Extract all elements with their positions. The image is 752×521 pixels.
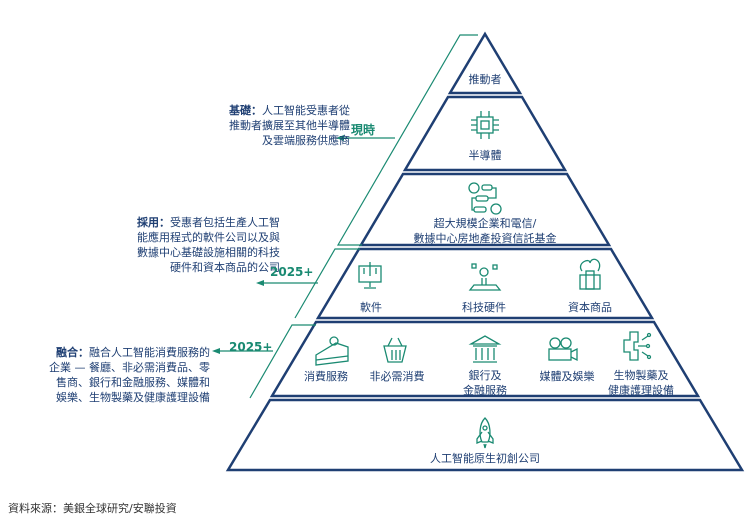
- layer-label-hyperscalers: 超大規模企業和電信/ 數據中心房地產投資信託基金: [413, 217, 557, 245]
- layer-label-enablers: 推動者: [468, 73, 502, 86]
- layer-hyperscalers: [358, 172, 612, 247]
- building-icon: [579, 258, 601, 290]
- annotation-title: 採用: [137, 216, 159, 229]
- timing-2025-integration: 2025+: [229, 340, 273, 354]
- layer-consumer: [269, 320, 701, 398]
- rocket-icon: [476, 417, 494, 449]
- layer-label-semiconductors: 半導體: [468, 149, 502, 162]
- layer-startups: [225, 398, 745, 472]
- annotation-adoption: 採用：受惠者包括生產人工智 能應用程式的軟件公司以及與 數據中心基礎設施相關的科…: [137, 216, 280, 274]
- camera-icon: [548, 337, 578, 362]
- hardware-icon: [468, 263, 502, 291]
- layer-software-hardware: [315, 247, 655, 320]
- medical-icon: [623, 331, 652, 361]
- annotation-title: 基礎: [229, 104, 251, 117]
- monitor-icon: [358, 262, 382, 289]
- annotation-text: 人工智能受惠者從 推動者擴展至其他半導體 及雲端服務供應商: [229, 104, 350, 147]
- bracket-adoption: [294, 248, 360, 319]
- layer-enablers: [447, 31, 523, 95]
- layer-label-banks: 銀行及 金融服務: [463, 369, 507, 397]
- layer-label-software: 軟件: [360, 301, 382, 314]
- annotation-text: 融合人工智能消費服務的 企業 — 餐廳、非必需消費品、零 售商、銀行和金融服務、…: [49, 346, 210, 404]
- bracket-foundation: [336, 34, 478, 246]
- annotation-text: 受惠者包括生產人工智 能應用程式的軟件公司以及與 數據中心基礎設施相關的科技 硬…: [137, 216, 280, 274]
- workflow-icon: [468, 182, 502, 215]
- layer-label-consumer-services: 消費服務: [304, 370, 348, 383]
- layer-label-tech-hardware: 科技硬件: [462, 301, 506, 314]
- timing-2025-adoption: 2025+: [270, 265, 314, 279]
- timing-now: 現時: [351, 123, 376, 137]
- layer-label-biopharma: 生物製藥及 健康護理設備: [608, 369, 674, 397]
- source-note: 資料來源：美銀全球研究/安聯投資: [8, 502, 177, 515]
- bracket-integration: [249, 324, 316, 399]
- chip-icon: [471, 111, 499, 139]
- basket-icon: [383, 337, 407, 363]
- annotation-foundation: 基礎：人工智能受惠者從 推動者擴展至其他半導體 及雲端服務供應商: [229, 104, 350, 147]
- layer-label-capital-goods: 資本商品: [568, 301, 612, 314]
- annotation-integration: 融合：融合人工智能消費服務的 企業 — 餐廳、非必需消費品、零 售商、銀行和金融…: [49, 346, 210, 404]
- bank-icon: [468, 335, 502, 363]
- layer-label-startups: 人工智能原生初創公司: [430, 452, 540, 465]
- layer-semiconductors: [402, 95, 568, 172]
- cake-icon: [315, 336, 349, 366]
- layer-label-media: 媒體及娛樂: [539, 370, 595, 383]
- annotation-title: 融合: [56, 346, 78, 359]
- layer-label-discretionary: 非必需消費: [369, 370, 425, 383]
